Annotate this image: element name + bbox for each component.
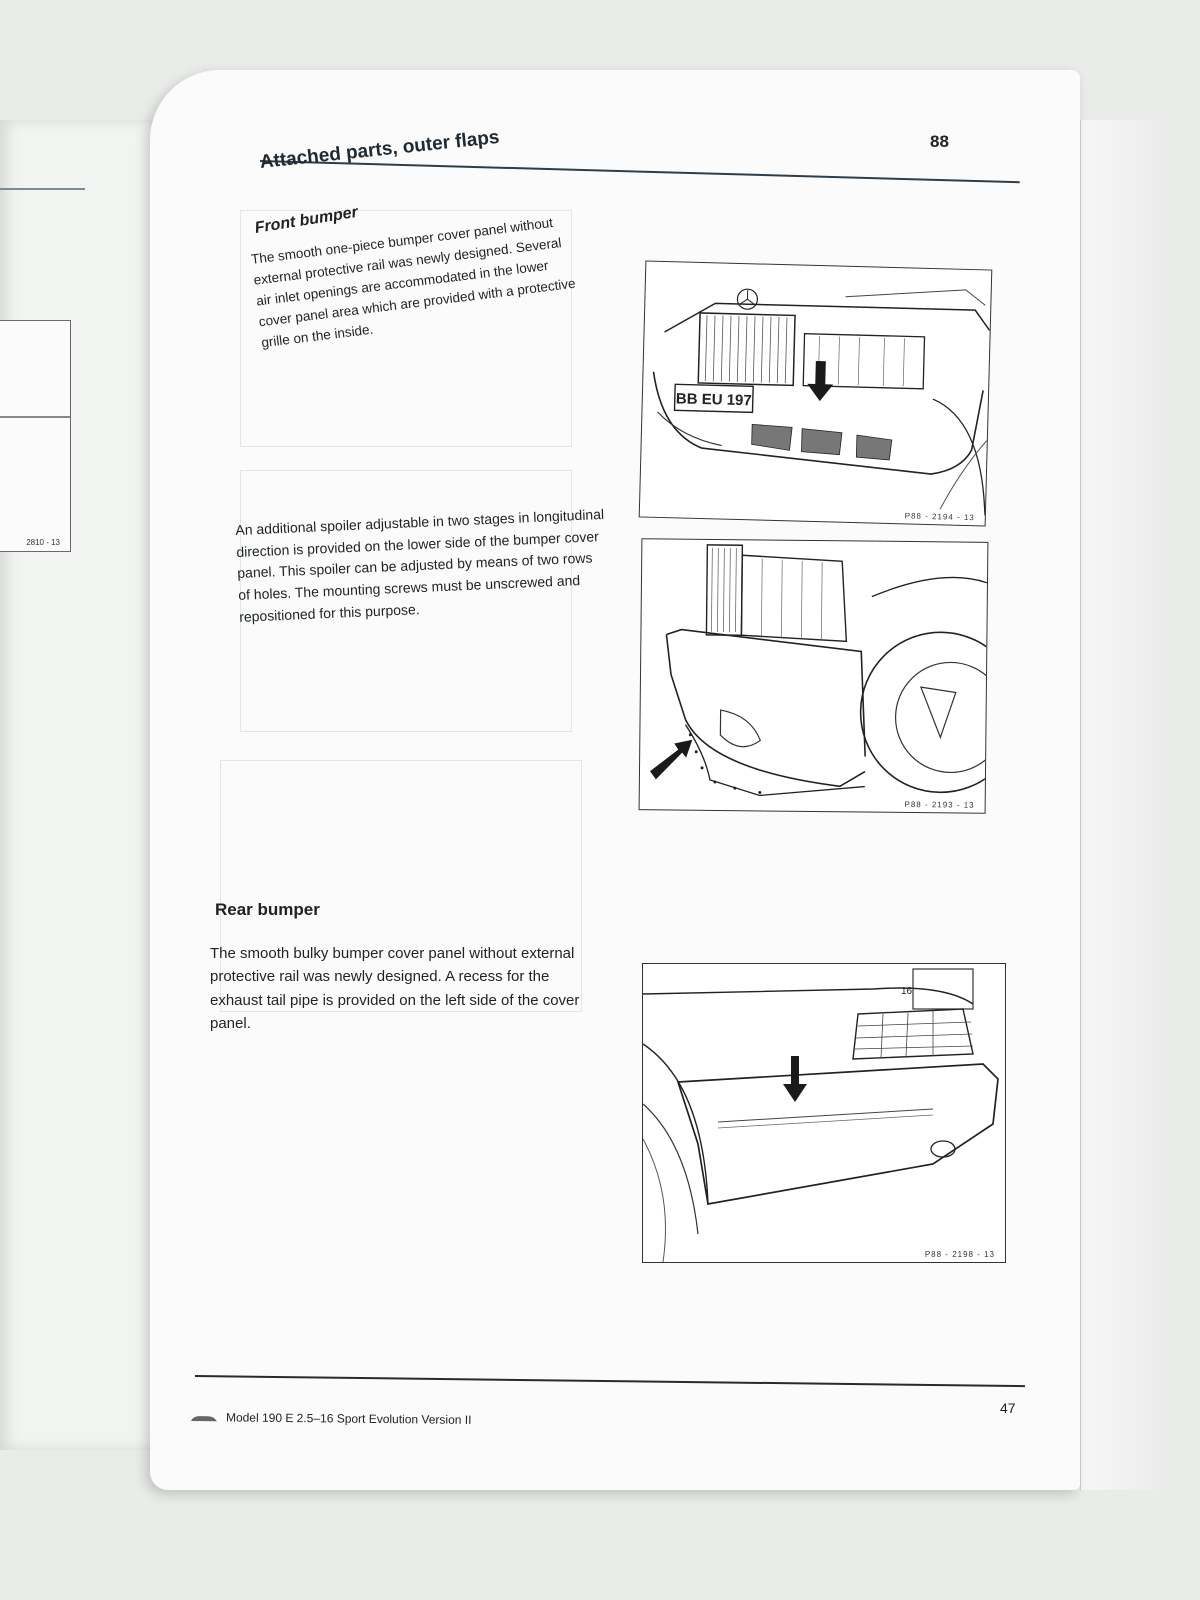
bleed-through-frame [240,470,572,732]
arrow-icon [783,1056,807,1102]
front-bumper-figure: BB EU 197 P88 - 2194 - 13 [638,260,993,527]
section-page-number: 88 [930,132,949,151]
header-rule [259,160,1020,184]
bleed-through-frame [240,210,572,447]
footer: Model 190 E 2.5–16 Sport Evolution Versi… [190,1410,472,1427]
rear-bumper-drawing: 16 [643,968,999,1262]
rear-bumper-figure: 16 P88 - 2198 - 13 [642,963,1006,1263]
left-page-rule [0,188,85,190]
rear-bumper-text: The smooth bulky bumper cover panel with… [210,945,580,1032]
front-bumper-drawing: BB EU 197 [652,288,991,516]
rear-badge-text: 16 [901,986,913,997]
left-figure-code: 2810 - 13 [26,538,60,547]
footer-text: Model 190 E 2.5–16 Sport Evolution Versi… [225,1410,472,1427]
license-plate-text: BB EU 197 [676,390,752,409]
spoiler-drawing [649,544,988,797]
spoiler-figure: P88 - 2193 - 13 [638,538,989,814]
arrow-icon [807,360,834,402]
footer-rule [194,1375,1025,1388]
car-logo-icon [190,1415,217,1422]
left-figure-line [0,416,70,418]
rear-bumper-title: Rear bumper [215,900,320,919]
left-page-figure: 2810 - 13 [0,320,71,552]
bleed-through-frame [220,760,582,1012]
front-figure-code: P88 - 2194 - 13 [904,511,975,523]
rear-figure-code: P88 - 2198 - 13 [924,1250,995,1259]
arrow-icon [649,739,693,780]
spoiler-figure-code: P88 - 2193 - 13 [904,799,975,810]
spoiler-text: An additional spoiler adjustable in two … [235,505,605,625]
book-page: 88 Attached parts, outer flaps Front bum… [150,70,1080,1490]
page-number: 47 [1000,1400,1016,1416]
page-stack-edge [1080,120,1161,1490]
